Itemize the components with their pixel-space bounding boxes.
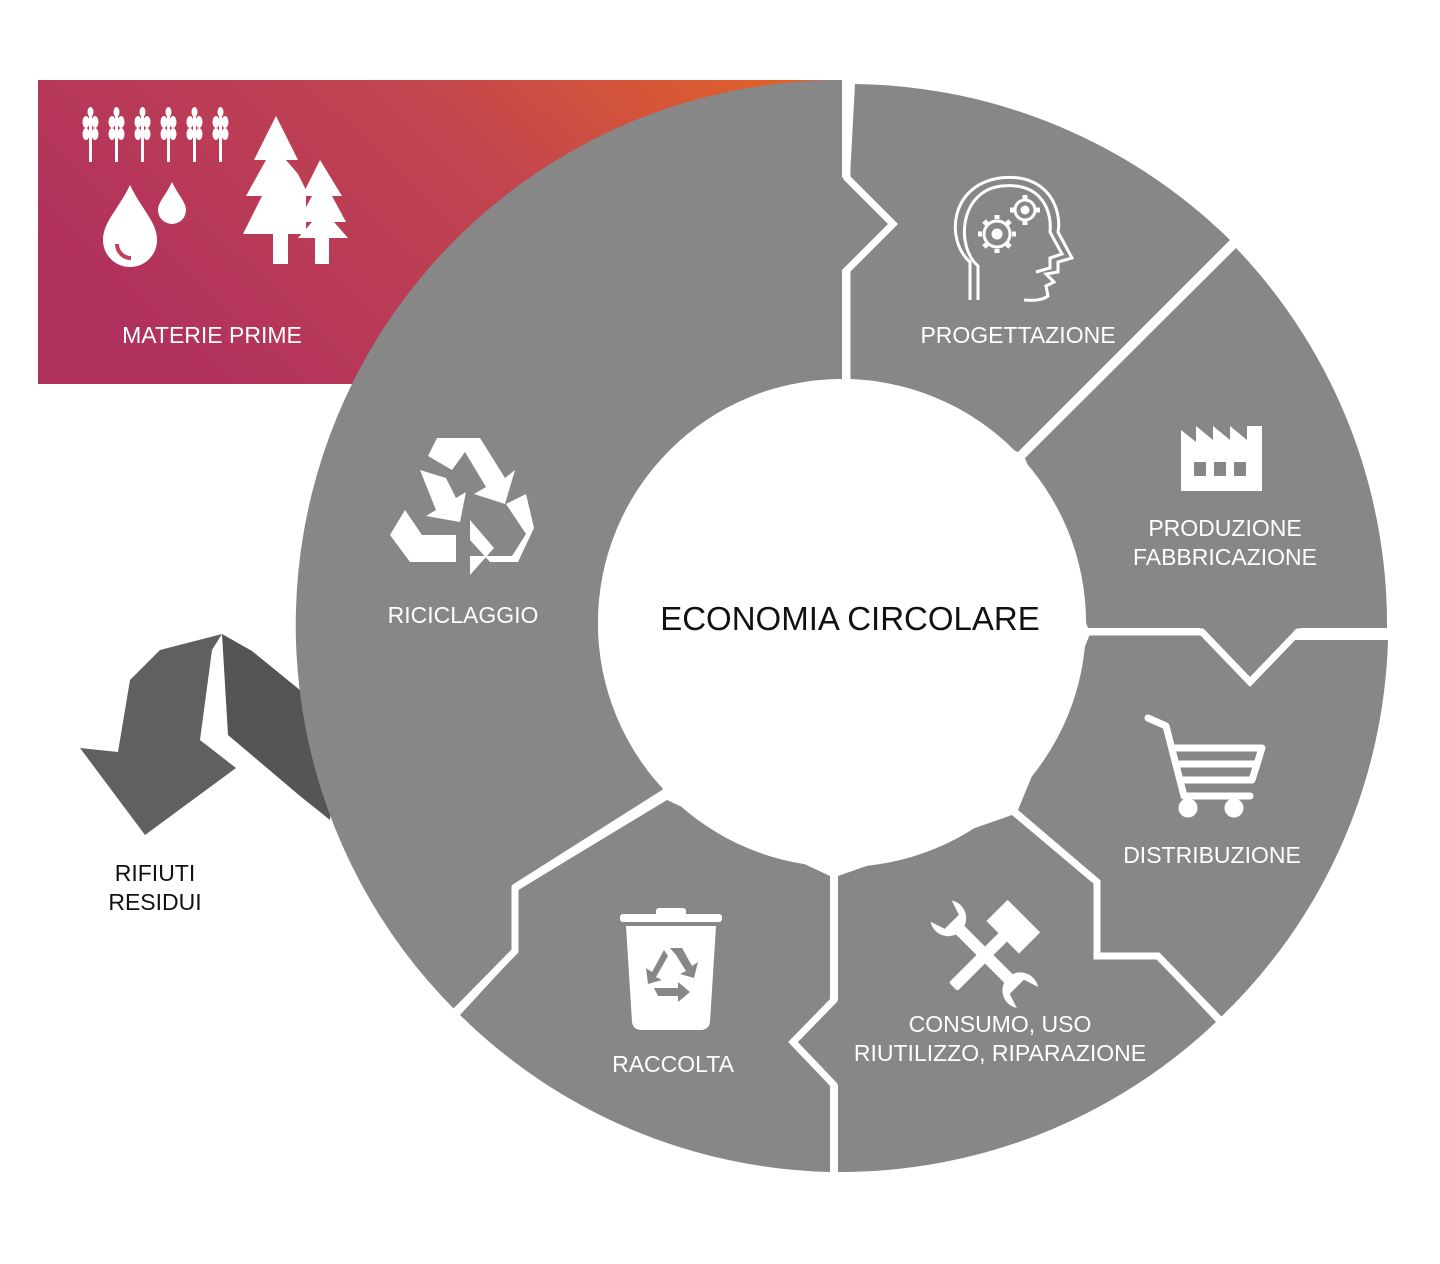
- trees-icon: [243, 116, 348, 264]
- water-drops-icon: [103, 182, 186, 267]
- materie-prime-label: MATERIE PRIME: [122, 322, 302, 348]
- riciclaggio-label: RICICLAGGIO: [387, 602, 539, 628]
- consumo-label: CONSUMO, USO RIUTILIZZO, RIPARAZIONE: [840, 1010, 1160, 1068]
- raccolta-label: RACCOLTA: [612, 1051, 734, 1077]
- shopping-cart-icon: [1144, 714, 1266, 818]
- produzione-label: PRODUZIONE FABBRICAZIONE: [1105, 514, 1345, 572]
- head-gears-icon: [953, 175, 1075, 302]
- distribuzione-label: DISTRIBUZIONE: [1123, 842, 1301, 868]
- progettazione-label: PROGETTAZIONE: [920, 322, 1116, 348]
- diagram-title: ECONOMIA CIRCOLARE: [660, 600, 1040, 637]
- rifiuti-label: RIFIUTI RESIDUI: [75, 859, 235, 917]
- consumo-line-2: RIUTILIZZO, RIPARAZIONE: [853, 1040, 1147, 1066]
- segment-distribuzione[interactable]: [1018, 634, 1388, 1018]
- recycle-bin-icon: [620, 908, 722, 1030]
- rifiuti-line-2: RESIDUI: [108, 889, 202, 915]
- segment-riciclaggio[interactable]: [295, 79, 891, 1010]
- produzione-line-1: PRODUZIONE: [1148, 515, 1302, 541]
- produzione-line-2: FABBRICAZIONE: [1132, 544, 1318, 570]
- rifiuti-line-1: RIFIUTI: [114, 860, 196, 886]
- wheat-icon: [82, 107, 229, 162]
- segment-seams: [452, 78, 1392, 1178]
- center-circle: [598, 379, 1086, 867]
- segment-progettazione[interactable]: [850, 84, 1230, 452]
- factory-icon: [1181, 426, 1262, 491]
- recycle-icon: [390, 438, 534, 575]
- consumo-line-1: CONSUMO, USO: [908, 1011, 1092, 1037]
- waste-arrow: [80, 634, 338, 835]
- tools-icon: [930, 899, 1041, 1009]
